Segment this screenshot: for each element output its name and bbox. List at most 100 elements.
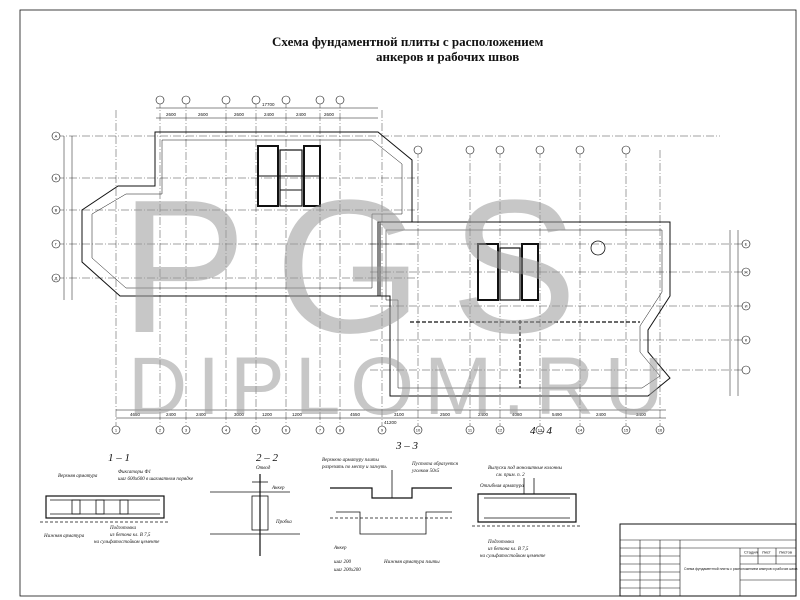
- dim-bot-4: 3000: [234, 412, 245, 417]
- dim-bot-6: 1200: [292, 412, 303, 417]
- dim-top-4: 2400: [264, 112, 275, 117]
- note-20: см. прим. п. 2: [496, 473, 525, 478]
- axis-b-10: 10: [416, 428, 421, 433]
- section-1-1: [40, 495, 170, 523]
- note-23: из бетона кл. В 7,5: [488, 547, 529, 552]
- axis-r-4: К: [745, 338, 748, 343]
- right-wing-inner: [385, 229, 663, 389]
- note-15: Анкер: [334, 546, 347, 551]
- left-wing-outline: [81, 131, 413, 297]
- dim-bot-9: 2500: [440, 412, 451, 417]
- dim-bot-14: 3400: [636, 412, 647, 417]
- axis-b-6: 6: [285, 428, 288, 433]
- note-12: разрезать по месту и загнуть: [322, 465, 387, 470]
- note-8: Отвод: [256, 466, 271, 471]
- dim-top-overall: 17700: [262, 102, 275, 107]
- sheet-frame: [19, 9, 797, 597]
- plan-right-wing: [377, 221, 671, 397]
- axis-b-8: 8: [339, 428, 342, 433]
- left-wing-inner: [91, 139, 403, 289]
- dimension-lines: [63, 107, 739, 419]
- axis-b-2: 2: [159, 428, 162, 433]
- axis-r-1: Е: [745, 242, 748, 247]
- tb-sheet: Лист: [762, 550, 771, 555]
- note-5: Подготовка: [110, 526, 137, 531]
- note-21: Отгибная арматура: [480, 484, 524, 489]
- tb-stage: Стадия: [744, 550, 758, 555]
- section-label-1-1: 1 – 1: [108, 452, 130, 464]
- dim-bot-1: 4650: [130, 412, 141, 417]
- section-label-3-3: 3 – 3: [396, 440, 418, 452]
- note-3: шаг 600x600 в шахматном порядке: [118, 477, 194, 482]
- axis-b-5: 5: [255, 428, 258, 433]
- note-19: Выпуски под монолитные колонны: [488, 466, 562, 471]
- tb-sheets: Листов: [779, 550, 792, 555]
- note-13: Пустота образуется: [412, 462, 458, 467]
- axis-l-4: Г: [55, 242, 58, 247]
- note-11: Верхнюю арматуру плиты: [322, 458, 379, 463]
- axis-b-16: 16: [658, 428, 663, 433]
- axis-b-15: 15: [624, 428, 629, 433]
- titleblock: [619, 523, 797, 597]
- dim-bot-11: 4080: [512, 412, 523, 417]
- plan-left-wing: [81, 131, 413, 297]
- dim-bot-overall: 41200: [384, 420, 397, 425]
- dim-bot-10: 2400: [478, 412, 489, 417]
- dim-bot-8: 3100: [394, 412, 405, 417]
- note-17: шаг 200x200: [334, 568, 361, 573]
- axis-b-9: 9: [381, 428, 384, 433]
- note-7: на сульфатостойком цементе: [94, 540, 160, 545]
- note-14: уголком 50x5: [412, 469, 440, 474]
- axis-bubbles: [51, 95, 751, 435]
- axis-l-3: В: [55, 208, 58, 213]
- axis-l-5: Д: [55, 276, 58, 281]
- dim-bot-3: 2400: [196, 412, 207, 417]
- dim-bot-13: 2400: [596, 412, 607, 417]
- drawing-title-line-2: анкеров и рабочих швов: [376, 49, 520, 64]
- dim-top-3: 2600: [234, 112, 245, 117]
- axis-b-7: 7: [319, 428, 322, 433]
- axis-b-13: 13: [538, 428, 543, 433]
- note-22: Подготовка: [488, 540, 515, 545]
- tb-name: Схема фундаментной плиты с расположением…: [684, 567, 798, 571]
- axis-b-14: 14: [578, 428, 583, 433]
- axis-b-11: 11: [468, 428, 473, 433]
- axis-labels: 1 2 3 4 5 6 7 8 9 10 11 12 13 14 15 16 А…: [55, 134, 749, 433]
- note-2: Фиксаторы Ф1: [118, 470, 152, 475]
- dim-top-2: 2600: [198, 112, 209, 117]
- dim-text: 17700 2600 2600 2600 2400 2400 2600 4650…: [130, 102, 647, 425]
- section-2-2: [210, 474, 300, 556]
- dim-top-6: 2600: [324, 112, 335, 117]
- dim-bot-2: 2400: [166, 412, 177, 417]
- dim-bot-7: 4550: [350, 412, 361, 417]
- axis-b-12: 12: [498, 428, 503, 433]
- note-1: Верхняя арматура: [58, 474, 98, 479]
- axis-r-3: И: [745, 304, 748, 309]
- section-label-2-2: 2 – 2: [256, 452, 278, 464]
- axis-l-2: Б: [55, 176, 58, 181]
- right-core-2: [499, 247, 521, 301]
- note-24: на сульфатостойком цементе: [480, 554, 546, 559]
- note-4: Нижняя арматура: [44, 534, 85, 539]
- axis-b-4: 4: [225, 428, 228, 433]
- axis-r-2: Ж: [744, 270, 748, 275]
- note-6: из бетона кл. В 7,5: [110, 533, 151, 538]
- note-18: Нижняя арматура плиты: [384, 560, 440, 565]
- note-16: шаг 200: [334, 560, 351, 565]
- axis-l-1: А: [55, 134, 58, 139]
- section-label-4-4: 4 – 4: [530, 425, 552, 437]
- dim-bot-12: 5490: [552, 412, 563, 417]
- axis-b-1: 1: [115, 428, 118, 433]
- note-10: Пробка: [276, 520, 292, 525]
- drawing-title-line-1: Схема фундаментной плиты с расположением: [272, 34, 544, 49]
- note-9: Анкер: [272, 486, 285, 491]
- grid-axes: [56, 100, 746, 428]
- dim-top-5: 2400: [296, 112, 307, 117]
- dim-top-1: 2600: [166, 112, 177, 117]
- dim-bot-5: 1200: [262, 412, 273, 417]
- titleblock-text: Стадия Лист Листов Схема фундаментной пл…: [684, 550, 798, 572]
- section-3-3: [330, 470, 452, 535]
- axis-b-3: 3: [185, 428, 188, 433]
- section-4-4: [472, 478, 582, 527]
